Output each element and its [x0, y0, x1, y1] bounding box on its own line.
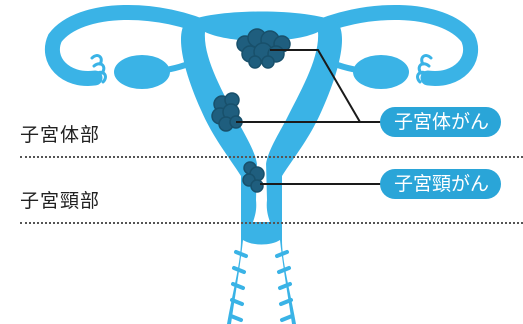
- right-ovary: [353, 55, 409, 89]
- cervix-bottom-divider: [20, 222, 523, 224]
- corpus-zone-label: 子宮体部: [20, 120, 100, 147]
- corpus-cervix-divider: [20, 156, 523, 158]
- left-ovary: [114, 55, 170, 89]
- cervix-zone-label: 子宮頸部: [20, 186, 100, 213]
- cervical-cancer-callout: 子宮頸がん: [380, 169, 501, 199]
- corpus-cancer-callout: 子宮体がん: [380, 107, 501, 137]
